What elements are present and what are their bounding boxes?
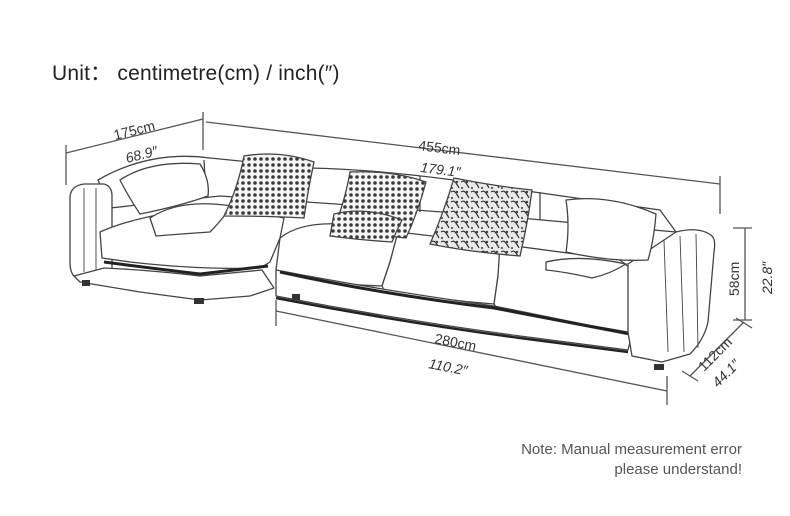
dimension-lines: [65, 112, 753, 405]
pillows: [119, 153, 657, 279]
pillow-knit-3: [329, 210, 403, 243]
total-length-inch: 179.1″: [420, 159, 463, 180]
chaise-seat: [99, 205, 285, 270]
pillow-floral: [429, 177, 533, 257]
note-line-2: please understand!: [614, 461, 742, 478]
seat-width-inch: 110.2″: [427, 355, 469, 378]
seat-width-cm: 280cm: [433, 330, 477, 354]
pillow-white-3: [565, 197, 657, 261]
right-arm: [627, 229, 716, 363]
pillow-white-4: [545, 257, 628, 279]
chaise-depth-cm: 175cm: [112, 117, 157, 143]
total-length-cm: 455cm: [418, 137, 462, 158]
note-line-1: Note: Manual measurement error: [521, 441, 742, 458]
height-cm: 58cm: [726, 262, 742, 296]
measurement-note: Note: Manual measurement error please un…: [521, 440, 742, 480]
pillow-white-1: [119, 162, 209, 215]
pillow-knit-1: [222, 153, 315, 219]
height-inch: 22.8″: [759, 261, 775, 295]
chaise-base: [73, 267, 275, 301]
chaise-depth-inch: 68.9″: [124, 142, 160, 166]
unit-title: Unit： centimetre(cm) / inch(″): [52, 62, 340, 85]
pillow-white-2: [149, 203, 234, 237]
